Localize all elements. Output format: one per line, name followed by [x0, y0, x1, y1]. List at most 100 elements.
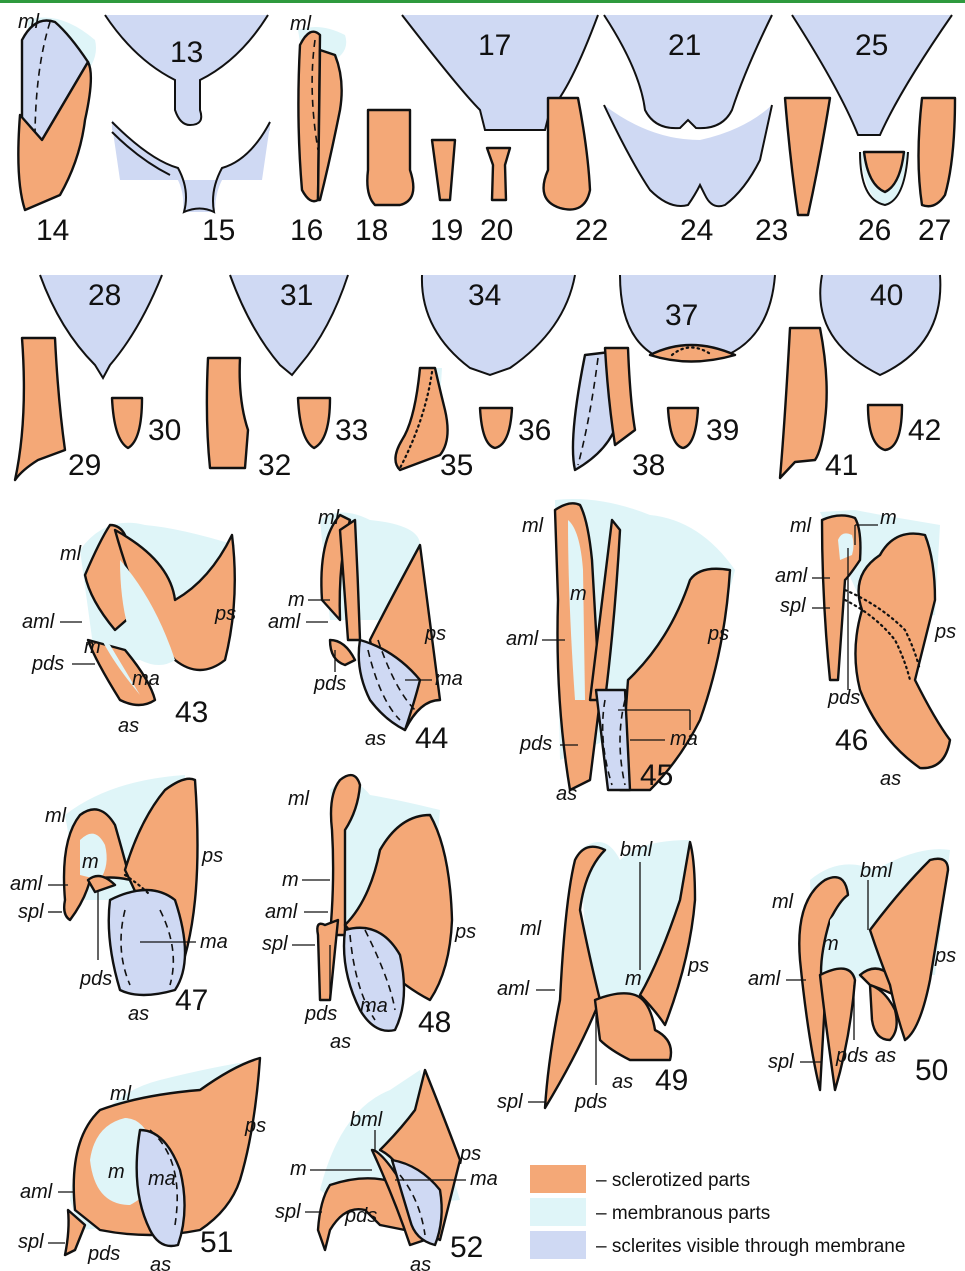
figure-37: 37 [620, 275, 775, 362]
label-ma: ma [670, 728, 698, 750]
label-m: m [108, 1161, 125, 1183]
figure-15: 15 [112, 120, 270, 247]
label-m: m [290, 1158, 307, 1180]
figure-number-27: 27 [918, 214, 951, 247]
label-aml: aml [497, 978, 530, 1000]
label-as: as [118, 715, 139, 737]
figure-24: 24 [604, 105, 772, 247]
figure-number-48: 48 [418, 1006, 451, 1039]
label-spl: spl [18, 901, 44, 923]
figure-number-28: 28 [88, 279, 121, 312]
label-ml: ml [288, 788, 310, 810]
figure-number-13: 13 [170, 36, 203, 69]
figure-number-43: 43 [175, 696, 208, 729]
figure-number-51: 51 [200, 1226, 233, 1259]
label-m: m [880, 507, 897, 529]
figure-27: 27 [918, 98, 955, 247]
label-ps: ps [201, 845, 223, 867]
label-aml: aml [268, 611, 301, 633]
figure-number-18: 18 [355, 214, 388, 247]
figure-number-17: 17 [478, 29, 511, 62]
figure-47: ml m aml spl pds ps ma as 47 [10, 775, 228, 1025]
label-aml: aml [748, 968, 781, 990]
figure-51: ml m ma aml ps spl pds as 51 [18, 1058, 266, 1271]
figure-13: 13 [105, 15, 268, 125]
label-ma: ma [132, 668, 160, 690]
figure-number-37: 37 [665, 299, 698, 332]
figure-29: 29 [15, 338, 101, 482]
label-aml: aml [506, 628, 539, 650]
label-m: m [288, 589, 305, 611]
label-ma: ma [470, 1168, 498, 1190]
label-aml: aml [265, 901, 298, 923]
figure-number-15: 15 [202, 214, 235, 247]
label-bml: bml [350, 1109, 383, 1131]
figure-44: ml m aml pds ps ma as 44 [268, 507, 463, 755]
figure-42: 42 [868, 405, 941, 450]
label-spl: spl [497, 1091, 523, 1113]
legend-swatch-membranous [530, 1198, 586, 1226]
label-ps: ps [707, 623, 729, 645]
label-pds: pds [31, 653, 64, 675]
figure-52: bml m ps ma spl pds as 52 [275, 1070, 498, 1271]
label-as: as [875, 1045, 896, 1067]
legend-swatch-sclerotized [530, 1165, 586, 1193]
label-ml: ml [18, 11, 40, 33]
figure-number-31: 31 [280, 279, 313, 312]
figure-number-45: 45 [640, 759, 673, 792]
label-as: as [410, 1254, 431, 1271]
figure-19: 19 [430, 140, 463, 247]
figure-number-32: 32 [258, 449, 291, 482]
figure-number-33: 33 [335, 414, 368, 447]
label-pds: pds [519, 733, 552, 755]
figure-number-25: 25 [855, 29, 888, 62]
label-ml: ml [60, 543, 82, 565]
figure-21: 21 [604, 15, 772, 128]
figure-number-24: 24 [680, 214, 713, 247]
figure-33: 33 [298, 398, 368, 448]
figure-39: 39 [668, 408, 739, 448]
label-ps: ps [424, 623, 446, 645]
legend-sclerotized-label: – sclerotized parts [596, 1170, 750, 1191]
label-ma: ma [148, 1168, 176, 1190]
figure-number-21: 21 [668, 29, 701, 62]
label-m: m [822, 933, 839, 955]
label-aml: aml [20, 1181, 53, 1203]
figure-45: ml m aml ps pds ma as 45 [506, 499, 735, 805]
label-ml: ml [790, 515, 812, 537]
label-ml: ml [318, 507, 340, 529]
figure-number-52: 52 [450, 1231, 483, 1264]
label-spl: spl [262, 933, 288, 955]
figure-number-22: 22 [575, 214, 608, 247]
label-m: m [84, 636, 101, 658]
label-ps: ps [214, 603, 236, 625]
label-m: m [282, 869, 299, 891]
label-ps: ps [934, 945, 956, 967]
label-as: as [128, 1003, 149, 1025]
figure-26: 26 [858, 152, 908, 247]
figure-34: 34 [422, 275, 575, 375]
figure-50: bml ml m ps aml spl pds as 50 [748, 849, 956, 1090]
figure-number-44: 44 [415, 722, 448, 755]
label-ml: ml [110, 1083, 132, 1105]
figure-number-26: 26 [858, 214, 891, 247]
label-ps: ps [454, 921, 476, 943]
figure-32: 32 [207, 358, 292, 482]
label-ps: ps [244, 1115, 266, 1137]
figure-number-29: 29 [68, 449, 101, 482]
figure-31: 31 [230, 275, 348, 375]
figure-28: 28 [40, 275, 162, 378]
label-aml: aml [775, 565, 808, 587]
figure-number-35: 35 [440, 449, 473, 482]
figure-18: 18 [355, 110, 413, 247]
label-m: m [570, 583, 587, 605]
label-pds: pds [835, 1045, 868, 1067]
figure-number-36: 36 [518, 414, 551, 447]
figure-16: ml 16 [290, 13, 346, 247]
label-aml: aml [10, 873, 43, 895]
legend-swatch-visible-sclerites [530, 1231, 586, 1259]
label-spl: spl [275, 1201, 301, 1223]
figure-14: ml 14 [18, 11, 96, 247]
figure-36: 36 [480, 408, 551, 448]
figure-number-34: 34 [468, 279, 501, 312]
